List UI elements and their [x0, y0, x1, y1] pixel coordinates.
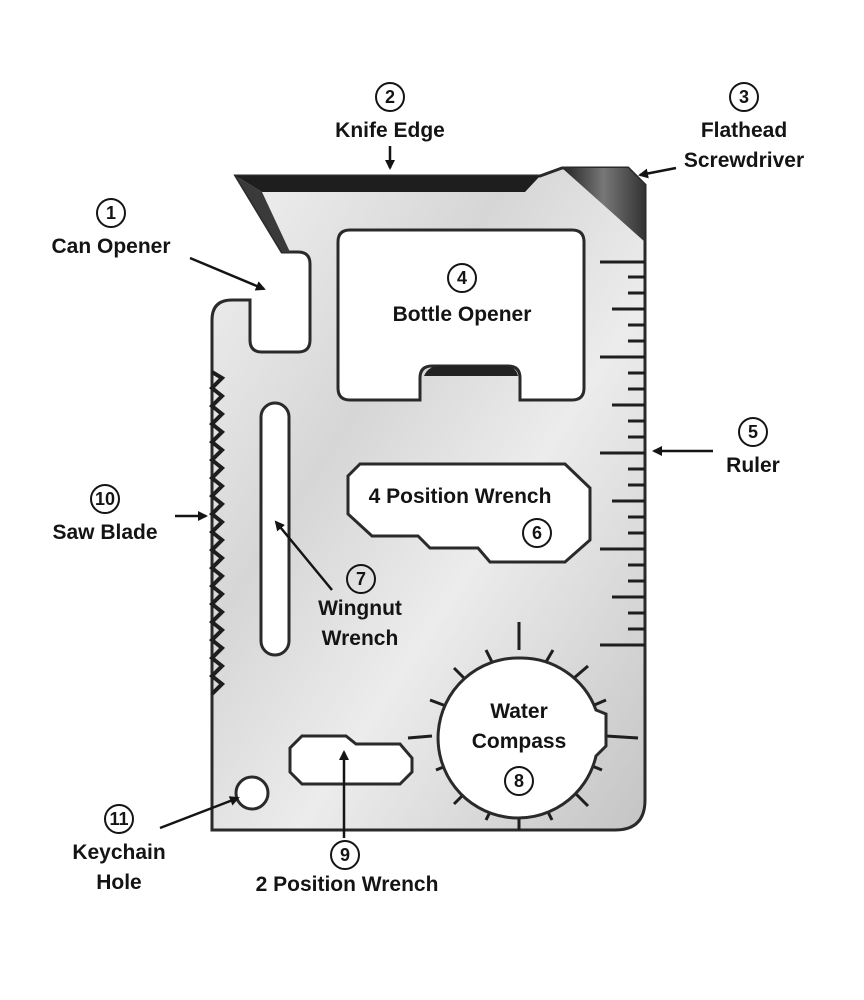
- screwdriver-bevel: [562, 168, 645, 242]
- callout-2-label: Knife Edge: [335, 119, 445, 142]
- callout-5-number: 5: [738, 417, 768, 447]
- callout-11-label-line2: Hole: [96, 871, 142, 894]
- two-position-wrench-cutout: [288, 734, 414, 786]
- callout-6-number: 6: [522, 518, 552, 548]
- callout-4-label: Bottle Opener: [392, 303, 532, 326]
- callout-10-number: 10: [90, 484, 120, 514]
- ruler-ticks: [600, 260, 645, 647]
- callout-4-number: 4: [447, 263, 477, 293]
- callout-7-label-line2: Wrench: [321, 627, 399, 650]
- wingnut-wrench-slot: [259, 401, 291, 657]
- callout-8-label: Water: [490, 700, 548, 723]
- bottle-opener-cutout: [336, 228, 586, 402]
- leader-arrows: [159, 146, 713, 838]
- callout-11-label: Keychain: [72, 841, 166, 864]
- callout-6-label: 4 Position Wrench: [368, 485, 552, 508]
- callout-7-label: Wingnut: [318, 597, 402, 620]
- callout-1-number: 1: [96, 198, 126, 228]
- callout-11-number: 11: [104, 804, 134, 834]
- knife-edge-bevel: [236, 176, 540, 192]
- can-opener-bevel: [236, 176, 290, 252]
- callout-3-label: Flathead: [700, 119, 788, 142]
- keychain-hole-cutout: [234, 775, 270, 811]
- callout-8-label-line2: Compass: [471, 730, 567, 753]
- callout-3-label-line2: Screwdriver: [683, 149, 805, 172]
- callout-1-label: Can Opener: [51, 235, 171, 258]
- callout-10-label: Saw Blade: [52, 521, 158, 544]
- callout-3-number: 3: [729, 82, 759, 112]
- callout-9-number: 9: [330, 840, 360, 870]
- bottle-opener-lip: [424, 366, 518, 376]
- callout-5-label: Ruler: [726, 454, 780, 477]
- water-compass-cutout: [436, 656, 608, 820]
- callout-9-label: 2 Position Wrench: [255, 873, 439, 896]
- callout-2-number: 2: [375, 82, 405, 112]
- saw-blade-teeth: [209, 370, 226, 696]
- callout-8-number: 8: [504, 766, 534, 796]
- callout-7-number: 7: [346, 564, 376, 594]
